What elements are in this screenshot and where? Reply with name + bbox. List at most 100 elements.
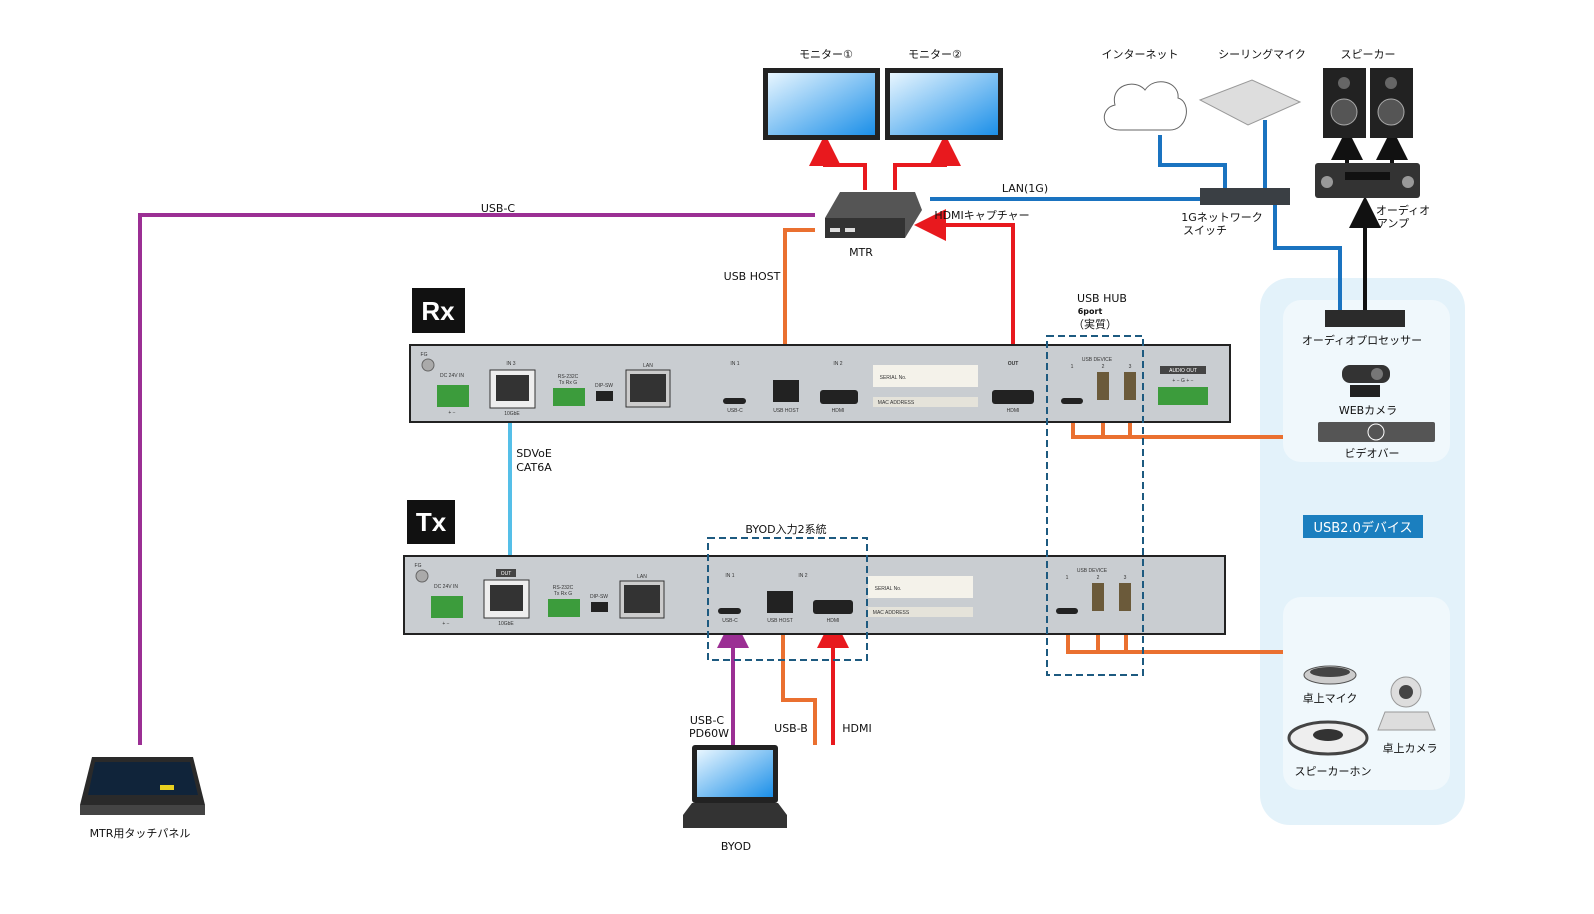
- rx-txrxg-label: Tx Rx G: [559, 380, 577, 386]
- rx-dc-label: DC 24V IN: [440, 373, 464, 379]
- tx-p3-label: 3: [1124, 575, 1127, 581]
- switch-label-2: スイッチ: [1183, 224, 1227, 237]
- rx-gbe-label: 10GbE: [504, 411, 520, 417]
- mtr-device: MTR: [825, 192, 922, 259]
- tx-rs-label: RS-232C: [553, 585, 574, 591]
- monitor2-wire: [893, 134, 961, 190]
- rx-lan-label: LAN: [643, 363, 653, 369]
- monitor1-wire: [809, 134, 867, 190]
- tx-serial-label: SERIAL No.: [875, 586, 902, 592]
- tx-usbdev-label: USB DEVICE: [1077, 568, 1108, 574]
- ceiling-mic-label: シーリングマイク: [1218, 47, 1306, 61]
- mtr-label: MTR: [849, 246, 873, 259]
- rx-audio-pins-label: + − G + −: [1172, 378, 1193, 384]
- ceiling-mic: シーリングマイク: [1198, 47, 1306, 126]
- cat6a-label: CAT6A: [516, 461, 552, 474]
- tx-fg-label: FG: [415, 563, 422, 569]
- usb-c-label: USB-C: [481, 202, 516, 215]
- tx-pm-label: + −: [442, 621, 449, 627]
- speakers: スピーカー: [1323, 48, 1413, 138]
- monitor-1: モニター①: [763, 48, 880, 140]
- usb-hub-note-label: （実質）: [1073, 317, 1117, 331]
- hdmi-capture-label: HDMIキャプチャー: [934, 209, 1029, 222]
- byod-label: BYOD: [721, 840, 751, 853]
- rx-in1-label: IN 1: [730, 361, 739, 367]
- speakerphone: スピーカーホン: [1287, 720, 1372, 778]
- rx-usbdev-label: USB DEVICE: [1082, 357, 1113, 363]
- internet-wire: [1158, 135, 1227, 190]
- tx-tag: Tx: [416, 507, 447, 537]
- byod-usbb-wire: [781, 612, 817, 745]
- byod-inputs-group: [707, 537, 868, 661]
- tx-gbe-label: 10GbE: [498, 621, 514, 627]
- rx-mac-label: MAC ADDRESS: [878, 400, 915, 406]
- lan-label: LAN(1G): [1002, 182, 1048, 195]
- hdmi-label: HDMI: [842, 722, 871, 735]
- rx-hdmi-label: HDMI: [832, 408, 845, 414]
- byod-usbc-label: USB-C: [690, 714, 725, 727]
- usb-devices-badge-label: USB2.0デバイス: [1314, 520, 1413, 536]
- hdmi-capture-wire: [914, 209, 1015, 370]
- tx-p1-label: 1: [1066, 575, 1069, 581]
- usb-devices-badge: [1303, 515, 1423, 538]
- rx-audio-out-label: AUDIO OUT: [1169, 368, 1197, 374]
- monitor-2: モニター②: [885, 48, 1003, 140]
- tx-lan-label: LAN: [637, 574, 647, 580]
- internet-label: インターネット: [1102, 48, 1179, 61]
- amp-label-2: アンプ: [1377, 217, 1409, 230]
- usb-host-label: USB HOST: [724, 270, 781, 283]
- video-bar-label: ビデオバー: [1345, 446, 1400, 460]
- rx-pm-label: + −: [448, 410, 455, 416]
- speaker-label: スピーカー: [1341, 48, 1396, 61]
- tx-txrxg-label: Tx Rx G: [554, 591, 572, 597]
- rx-dip-label: DIP-SW: [595, 383, 613, 389]
- rx-in2-label: IN 2: [833, 361, 842, 367]
- rx-out-label: OUT: [1008, 361, 1019, 367]
- rx-p1-label: 1: [1071, 364, 1074, 370]
- tx-p2-label: 2: [1097, 575, 1100, 581]
- byod-pd-label: PD60W: [689, 727, 729, 740]
- tx-dc-label: DC 24V IN: [434, 584, 458, 590]
- rx-hdmi-out-label: HDMI: [1007, 408, 1020, 414]
- rx-p3-label: 3: [1129, 364, 1132, 370]
- tx-in2-label: IN 2: [798, 573, 807, 579]
- tx-mac-label: MAC ADDRESS: [873, 610, 910, 616]
- usb-hub-label: USB HUB: [1077, 292, 1127, 305]
- tx-dip-label: DIP-SW: [590, 594, 608, 600]
- audio-amp: オーディオ アンプ: [1315, 163, 1430, 230]
- byod-inputs-label: BYOD入力2系統: [745, 522, 826, 536]
- rx-p2-label: 2: [1102, 364, 1105, 370]
- rx-tag: Rx: [421, 296, 455, 326]
- audio-processor: オーディオプロセッサー: [1302, 310, 1422, 347]
- desk-camera: 卓上カメラ: [1377, 676, 1438, 755]
- switch-label-1: 1Gネットワーク: [1181, 211, 1263, 224]
- touch-panel-label: MTR用タッチパネル: [90, 827, 191, 840]
- desk-camera-label: 卓上カメラ: [1383, 742, 1438, 755]
- rx-fg-label: FG: [421, 352, 428, 358]
- usb-hub-group: [1046, 335, 1144, 676]
- network-switch: 1Gネットワーク スイッチ: [1181, 188, 1290, 237]
- monitor-1-label: モニター①: [799, 48, 853, 61]
- usb-b-label: USB-B: [774, 722, 808, 735]
- rx-usbc-label: USB-C: [727, 408, 743, 414]
- web-camera: WEBカメラ: [1339, 365, 1397, 417]
- speakerphone-label: スピーカーホン: [1295, 765, 1372, 778]
- usb-c-wire: [138, 213, 815, 745]
- audio-processor-label: オーディオプロセッサー: [1302, 333, 1422, 347]
- rx-serial-label: SERIAL No.: [880, 375, 907, 381]
- tx-usbc-label: USB-C: [722, 618, 738, 624]
- tx-in1-label: IN 1: [725, 573, 734, 579]
- monitor-2-label: モニター②: [908, 48, 962, 61]
- rx-usbhost-label: USB HOST: [773, 408, 799, 414]
- internet-cloud: インターネット: [1102, 48, 1187, 131]
- sdvoe-label: SDVoE: [516, 447, 552, 460]
- web-camera-label: WEBカメラ: [1339, 404, 1397, 417]
- mtr-touch-panel: MTR用タッチパネル: [80, 757, 205, 840]
- amp-label-1: オーディオ: [1376, 203, 1430, 217]
- tx-out-label: OUT: [501, 571, 512, 577]
- rx-in3-label: IN 3: [506, 361, 515, 367]
- processor-lan-wire: [1273, 205, 1342, 310]
